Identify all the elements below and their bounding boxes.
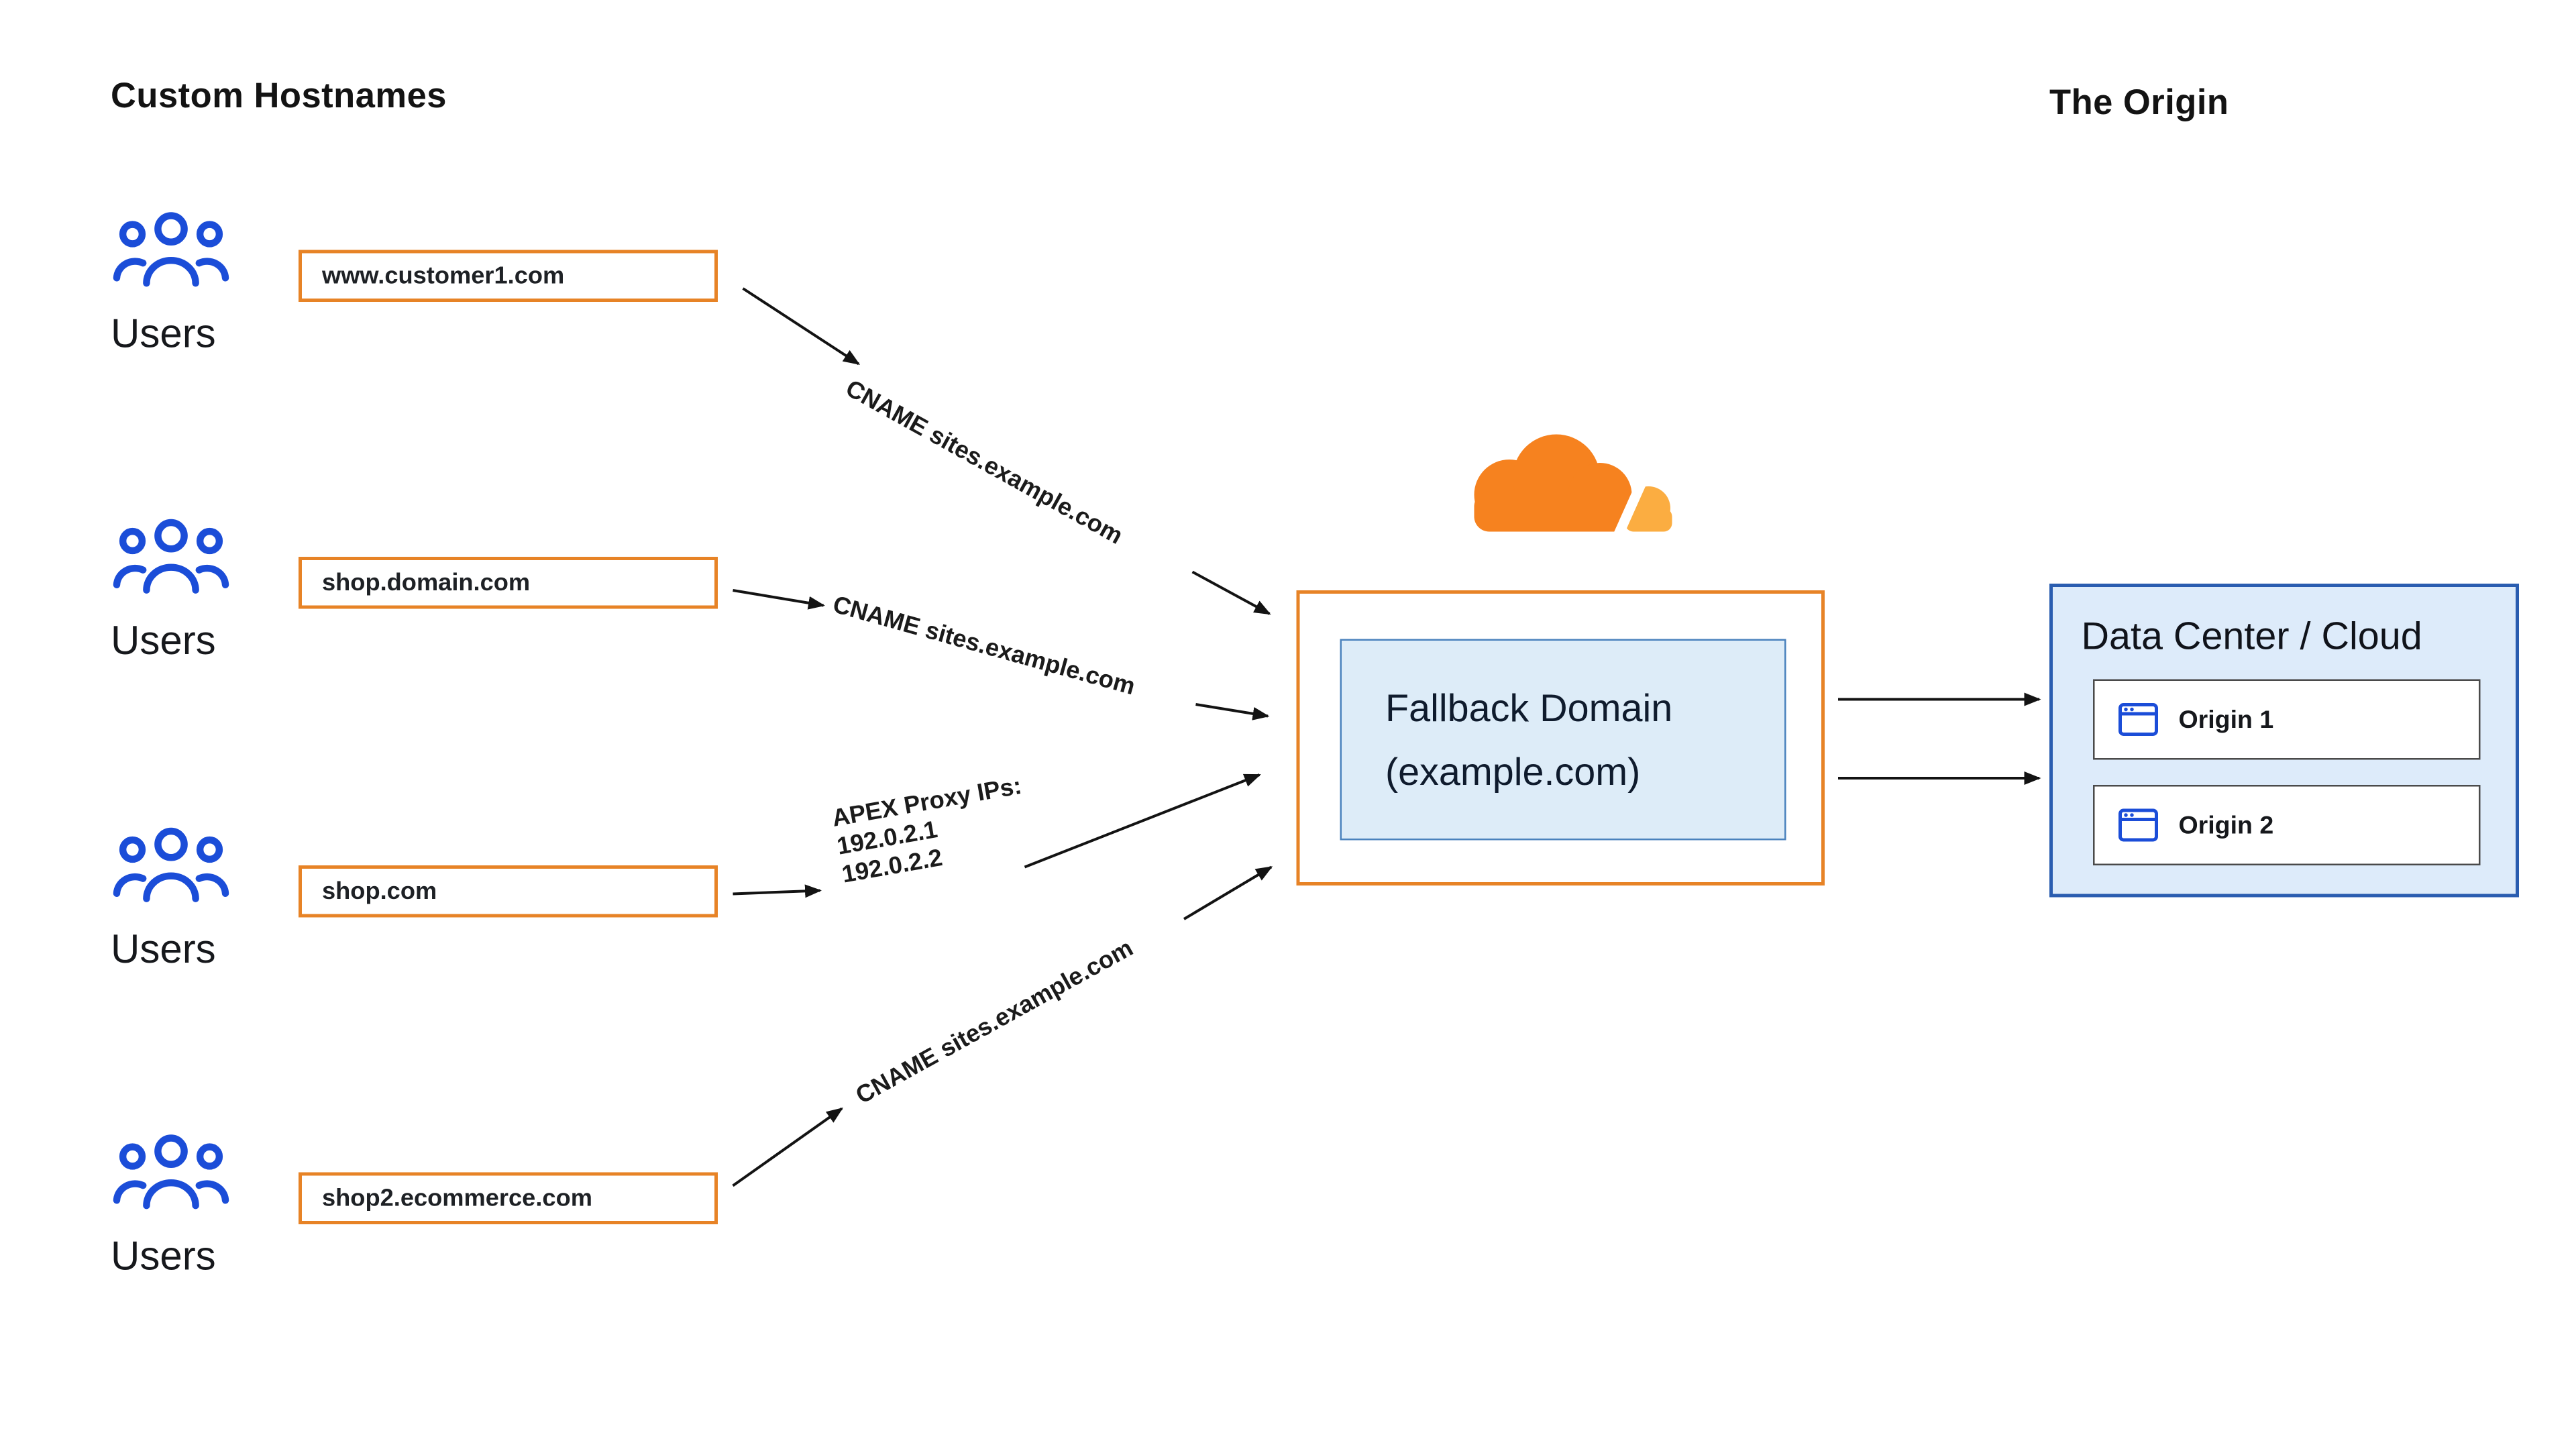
origin-2-label: Origin 2 [2178, 810, 2274, 840]
arrow-label3-to-fallback [1024, 773, 1261, 869]
users-icon [113, 1134, 229, 1210]
hostname-box-shop-domain: shop.domain.com [299, 557, 718, 609]
hostname-text: shop.domain.com [322, 569, 531, 596]
data-center-title: Data Center / Cloud [2081, 614, 2422, 657]
fallback-domain-line2: (example.com) [1385, 749, 1641, 794]
hostname-box-customer1: www.customer1.com [299, 250, 718, 302]
user-group-1: Users www.customer1.com [107, 211, 812, 379]
hostname-text: shop2.ecommerce.com [322, 1185, 592, 1212]
apex-proxy-label: APEX Proxy IPs: 192.0.2.1 192.0.2.2 [830, 773, 1034, 891]
cloudflare-logo-icon [1474, 434, 1672, 543]
user-group-3: Users shop.com [107, 827, 812, 995]
users-label: Users [111, 927, 216, 973]
hostname-text: www.customer1.com [322, 262, 565, 290]
browser-window-icon [2118, 703, 2159, 737]
hostname-text: shop.com [322, 877, 437, 905]
hostname-box-shop2-ecommerce: shop2.ecommerce.com [299, 1172, 718, 1224]
arrow-label4-to-fallback [1183, 865, 1273, 920]
hostname-box-shop-com: shop.com [299, 865, 718, 918]
users-icon [113, 519, 229, 594]
users-label: Users [111, 619, 216, 665]
users-label: Users [111, 312, 216, 358]
cname-label-bottom: CNAME sites.example.com [852, 935, 1138, 1110]
users-icon [113, 827, 229, 902]
user-group-2: Users shop.domain.com [107, 519, 812, 686]
fallback-domain-box: Fallback Domain (example.com) [1340, 639, 1786, 841]
users-icon [113, 212, 229, 287]
fallback-domain-line1: Fallback Domain [1385, 686, 1673, 730]
arrow-label1-to-fallback [1191, 570, 1271, 615]
origin-2-box: Origin 2 [2093, 785, 2481, 865]
browser-window-icon [2118, 808, 2159, 842]
users-label: Users [111, 1234, 216, 1280]
cloudflare-zone-box: Fallback Domain (example.com) [1296, 590, 1825, 885]
cname-label-mid: CNAME sites.example.com [829, 592, 1138, 702]
origin-title: The Origin [2049, 84, 2229, 123]
cname-label-top: CNAME sites.example.com [841, 376, 1127, 551]
custom-hostnames-title: Custom Hostnames [111, 77, 447, 116]
origin-1-label: Origin 1 [2178, 705, 2274, 734]
origin-1-box: Origin 1 [2093, 679, 2481, 760]
data-center-box: Data Center / Cloud Origin 1 Origin 2 [2049, 584, 2519, 898]
user-group-4: Users shop2.ecommerce.com [107, 1134, 812, 1301]
arrow-label2-to-fallback [1195, 703, 1270, 720]
